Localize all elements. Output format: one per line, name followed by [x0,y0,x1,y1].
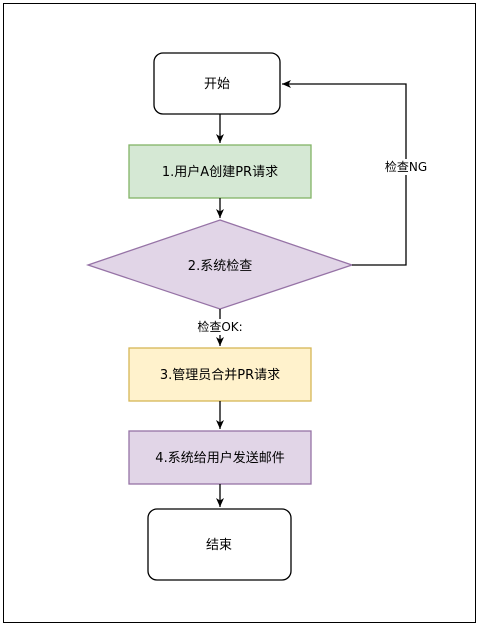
diagram-frame [3,3,476,623]
start-label: 开始 [204,77,230,92]
end-label: 结束 [206,538,232,553]
ok-edge-label: 检查OK: [197,319,242,334]
ng-label-bg [380,159,432,175]
step4-label: 4.系统给用户发送邮件 [155,450,284,466]
step2-label: 2.系统检查 [188,259,252,274]
step1-node: 1.用户A创建PR请求 [128,144,312,199]
step2-decision-node: 2.系统检查 [85,219,355,310]
step3-label: 3.管理员合并PR请求 [160,368,280,383]
step4-node: 4.系统给用户发送邮件 [128,430,312,485]
ok-label-bg [193,319,247,335]
step3-node: 3.管理员合并PR请求 [128,347,312,402]
start-node: 开始 [153,52,281,115]
end-node: 结束 [147,508,292,581]
step1-label: 1.用户A创建PR请求 [162,164,278,180]
ng-edge-label: 检查NG [385,159,427,174]
